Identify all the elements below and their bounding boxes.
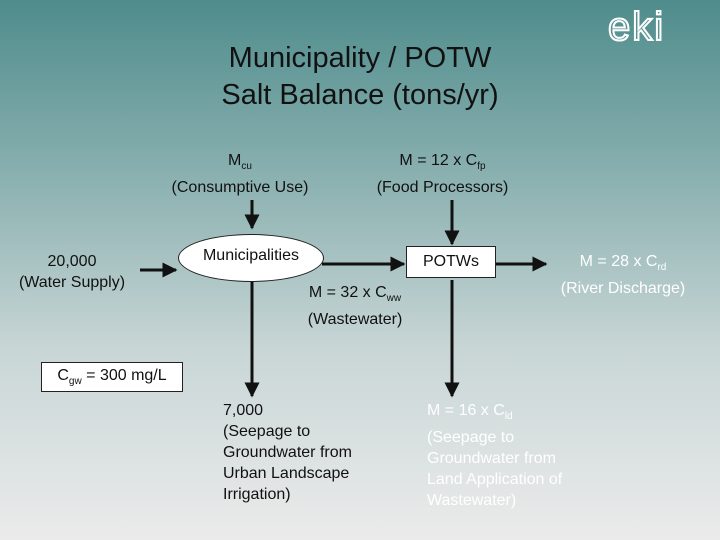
title-line-1: Municipality / POTW [228, 42, 492, 74]
title-line-2: Salt Balance (tons/yr) [221, 79, 499, 111]
land-seepage-line-3: Groundwater from [427, 450, 556, 468]
urban-seepage-label: 7,000 (Seepage to Groundwater from Urban… [223, 400, 393, 505]
wastewater-label: M = 32 x Cww (Wastewater) [290, 282, 420, 330]
consumptive-use-text: (Consumptive Use) [171, 179, 309, 197]
land-seepage-line-4: Land Application of [427, 471, 563, 489]
food-processors-text: (Food Processors) [376, 179, 509, 197]
food-processors-formula: M = 12 x Cfp [399, 152, 486, 173]
land-seepage-label: M = 16 x Cld (Seepage to Groundwater fro… [427, 400, 617, 511]
eki-logo: eki [607, 4, 665, 48]
municipalities-label: Municipalities [202, 247, 300, 264]
urban-seepage-line-3: Groundwater from [223, 444, 352, 461]
land-seepage-line-5: Wastewater) [427, 492, 517, 510]
river-discharge-label: M = 28 x Crd (River Discharge) [548, 251, 698, 299]
urban-seepage-line-4: Urban Landscape [223, 465, 350, 482]
svg-text:eki: eki [608, 5, 665, 48]
river-discharge-formula: M = 28 x Crd [579, 253, 667, 274]
urban-seepage-line-5: Irrigation) [223, 486, 291, 503]
river-discharge-text: (River Discharge) [560, 280, 686, 298]
potws-label: POTWs [423, 253, 479, 270]
urban-seepage-value: 7,000 [223, 402, 264, 419]
water-supply-value: 20,000 [47, 253, 97, 270]
potws-node: POTWs [406, 246, 496, 278]
water-supply-text: (Water Supply) [18, 274, 126, 291]
urban-seepage-line-2: (Seepage to [223, 423, 311, 440]
consumptive-use-label: Mcu (Consumptive Use) [150, 150, 330, 198]
wastewater-formula: M = 32 x Cww [308, 284, 402, 305]
land-seepage-line-2: (Seepage to [427, 429, 515, 447]
groundwater-concentration-box: Cgw = 300 mg/L [41, 362, 183, 392]
municipalities-node: Municipalities [178, 234, 324, 282]
consumptive-use-symbol: Mcu [228, 152, 252, 173]
water-supply-label: 20,000 (Water Supply) [4, 251, 140, 293]
food-processors-label: M = 12 x Cfp (Food Processors) [350, 150, 535, 198]
wastewater-text: (Wastewater) [307, 311, 403, 329]
page-title: Municipality / POTW Salt Balance (tons/y… [0, 40, 720, 114]
groundwater-concentration-label: Cgw = 300 mg/L [57, 366, 167, 388]
land-seepage-formula: M = 16 x Cld [427, 402, 513, 423]
